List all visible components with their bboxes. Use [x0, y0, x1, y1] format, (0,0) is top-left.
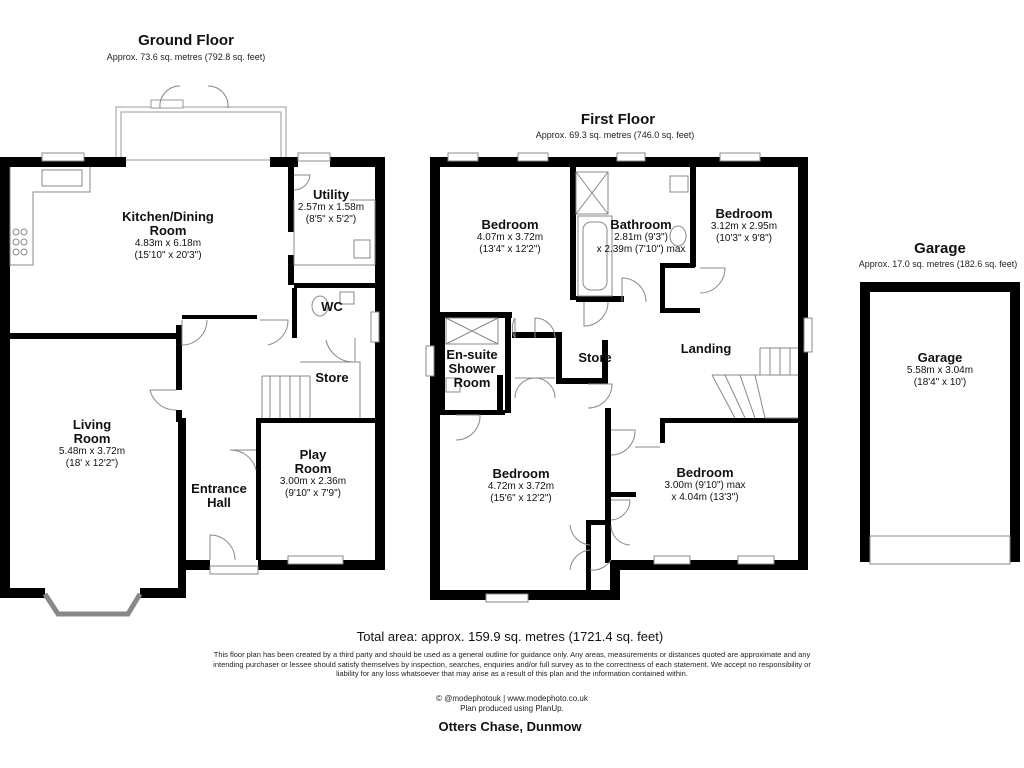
garage-area: Approx. 17.0 sq. metres (182.6 sq. feet)	[858, 259, 1018, 269]
first-floor-area: Approx. 69.3 sq. metres (746.0 sq. feet)	[535, 130, 695, 140]
living-dim-1: 5.48m x 3.72m	[58, 446, 126, 457]
utility-worktop	[293, 199, 376, 266]
room-utility-label: Utility 2.57m x 1.58m (8'5" x 5'2")	[298, 188, 364, 226]
bedroom-3-name: Bedroom	[492, 466, 550, 481]
disclaimer-line-1: This floor plan has been created by a th…	[213, 650, 811, 659]
ground-floor-plan	[0, 85, 385, 617]
wc-fittings	[311, 291, 355, 317]
room-bedroom-4-label: Bedroom 3.00m (9'10") max x 4.04m (13'3"…	[664, 466, 745, 504]
utility-dim-1: 2.57m x 1.58m	[297, 202, 365, 213]
room-landing-label: Landing	[680, 341, 732, 356]
kitchen-name-1: Kitchen/Dining	[122, 209, 214, 224]
garage-title: Garage	[914, 240, 966, 257]
bathroom-fittings	[575, 171, 689, 297]
first-floor-title: First Floor	[580, 111, 656, 128]
bedroom-4-name: Bedroom	[676, 465, 734, 480]
property-address: Otters Chase, Dunmow	[438, 719, 582, 734]
living-name-2: Room	[73, 431, 111, 446]
room-first-store-label: Store	[578, 350, 612, 365]
living-dim-2: (18' x 12'2")	[65, 458, 119, 469]
ground-stairs	[261, 361, 361, 418]
kitchen-dim-1: 4.83m x 6.18m	[134, 238, 202, 249]
kitchen-dim-2: (15'10" x 20'3")	[134, 250, 202, 261]
landing-stairs	[711, 347, 798, 419]
kitchen-name-2: Room	[149, 223, 187, 238]
disclaimer: This floor plan has been created by a th…	[213, 650, 811, 679]
kitchen-bay-window	[115, 99, 287, 161]
garage-plan	[860, 282, 1020, 565]
living-name-1: Living	[72, 417, 112, 432]
room-play-label: Play Room 3.00m x 2.36m (9'10" x 7'9")	[280, 448, 346, 500]
bedroom-1-name: Bedroom	[481, 217, 539, 232]
room-bedroom-3-label: Bedroom 4.72m x 3.72m (15'6" x 12'2")	[488, 467, 554, 505]
kitchen-worktop	[9, 167, 91, 266]
room-bedroom-2-label: Bedroom 3.12m x 2.95m (10'3" x 9'8")	[711, 207, 777, 245]
bedroom-3-dim-2: (15'6" x 12'2")	[490, 493, 552, 504]
garage-dim-2: (18'4" x 10')	[913, 377, 967, 388]
first-internal-walls	[440, 167, 800, 590]
ground-internal-walls	[10, 157, 375, 560]
room-living-label: Living Room 5.48m x 3.72m (18' x 12'2")	[59, 418, 125, 470]
bathroom-dim-1: 2.81m (9'3")	[614, 232, 668, 243]
utility-name: Utility	[312, 187, 350, 202]
entrance-name-1: Entrance	[191, 481, 247, 496]
ground-floor-title: Ground Floor	[138, 32, 234, 49]
bedroom-2-dim-1: 3.12m x 2.95m	[710, 221, 778, 232]
first-floor-plan	[425, 152, 813, 603]
room-ground-store-label: Store	[315, 370, 349, 385]
patio-door-arcs	[159, 85, 229, 109]
play-name-2: Room	[294, 461, 332, 476]
first-door-swings	[455, 267, 726, 571]
room-kitchen-label: Kitchen/Dining Room 4.83m x 6.18m (15'10…	[122, 210, 214, 262]
bedroom-2-dim-2: (10'3" x 9'8")	[716, 233, 772, 244]
bedroom-4-dim-1: 3.00m (9'10") max	[664, 480, 746, 491]
room-wc-label: WC	[321, 299, 343, 314]
disclaimer-line-2: intending purchaser or lessee should sat…	[213, 659, 811, 669]
room-ensuite-label: En-suite Shower Room	[446, 348, 497, 390]
living-bay-window	[42, 592, 143, 617]
ground-outer-walls	[0, 157, 385, 598]
utility-dim-2: (8'5" x 5'2")	[305, 214, 357, 225]
bedroom-1-dim-1: 4.07m x 3.72m	[476, 232, 544, 243]
play-name-1: Play	[299, 447, 327, 462]
credit-line-1: © @modephotouk | www.modephoto.co.uk	[436, 694, 588, 703]
bedroom-1-dim-2: (13'4" x 12'2")	[479, 244, 541, 255]
first-windows	[425, 152, 813, 603]
bedroom-2-name: Bedroom	[715, 206, 773, 221]
credit-line-2: Plan produced using PlanUp.	[460, 704, 564, 713]
entrance-name-2: Hall	[207, 495, 231, 510]
garage-name: Garage	[917, 350, 963, 365]
total-area: Total area: approx. 159.9 sq. metres (17…	[356, 629, 664, 644]
ground-floor-area: Approx. 73.6 sq. metres (792.8 sq. feet)	[106, 52, 266, 62]
room-bedroom-1-label: Bedroom 4.07m x 3.72m (13'4" x 12'2")	[477, 218, 543, 256]
garage-dim-1: 5.58m x 3.04m	[906, 365, 974, 376]
room-bathroom-label: Bathroom 2.81m (9'3") x 2.39m (7'10") ma…	[597, 218, 686, 256]
play-dim-1: 3.00m x 2.36m	[279, 476, 347, 487]
credit: © @modephotouk | www.modephoto.co.uk Pla…	[436, 694, 588, 714]
bedroom-3-dim-1: 4.72m x 3.72m	[487, 481, 555, 492]
room-entrance-label: Entrance Hall	[191, 482, 247, 510]
ensuite-name-3: Room	[453, 375, 491, 390]
ensuite-name-2: Shower	[448, 361, 496, 376]
bathroom-name: Bathroom	[610, 217, 672, 232]
room-garage-label: Garage 5.58m x 3.04m (18'4" x 10')	[907, 351, 973, 389]
ensuite-fittings	[445, 317, 499, 393]
disclaimer-line-3: liability for any loss whatsoever that m…	[336, 669, 688, 678]
ground-windows	[41, 152, 380, 575]
ensuite-name-1: En-suite	[446, 347, 498, 362]
bathroom-dim-2: x 2.39m (7'10") max	[596, 244, 686, 255]
play-dim-2: (9'10" x 7'9")	[285, 488, 341, 499]
bedroom-4-dim-2: x 4.04m (13'3")	[671, 492, 739, 503]
